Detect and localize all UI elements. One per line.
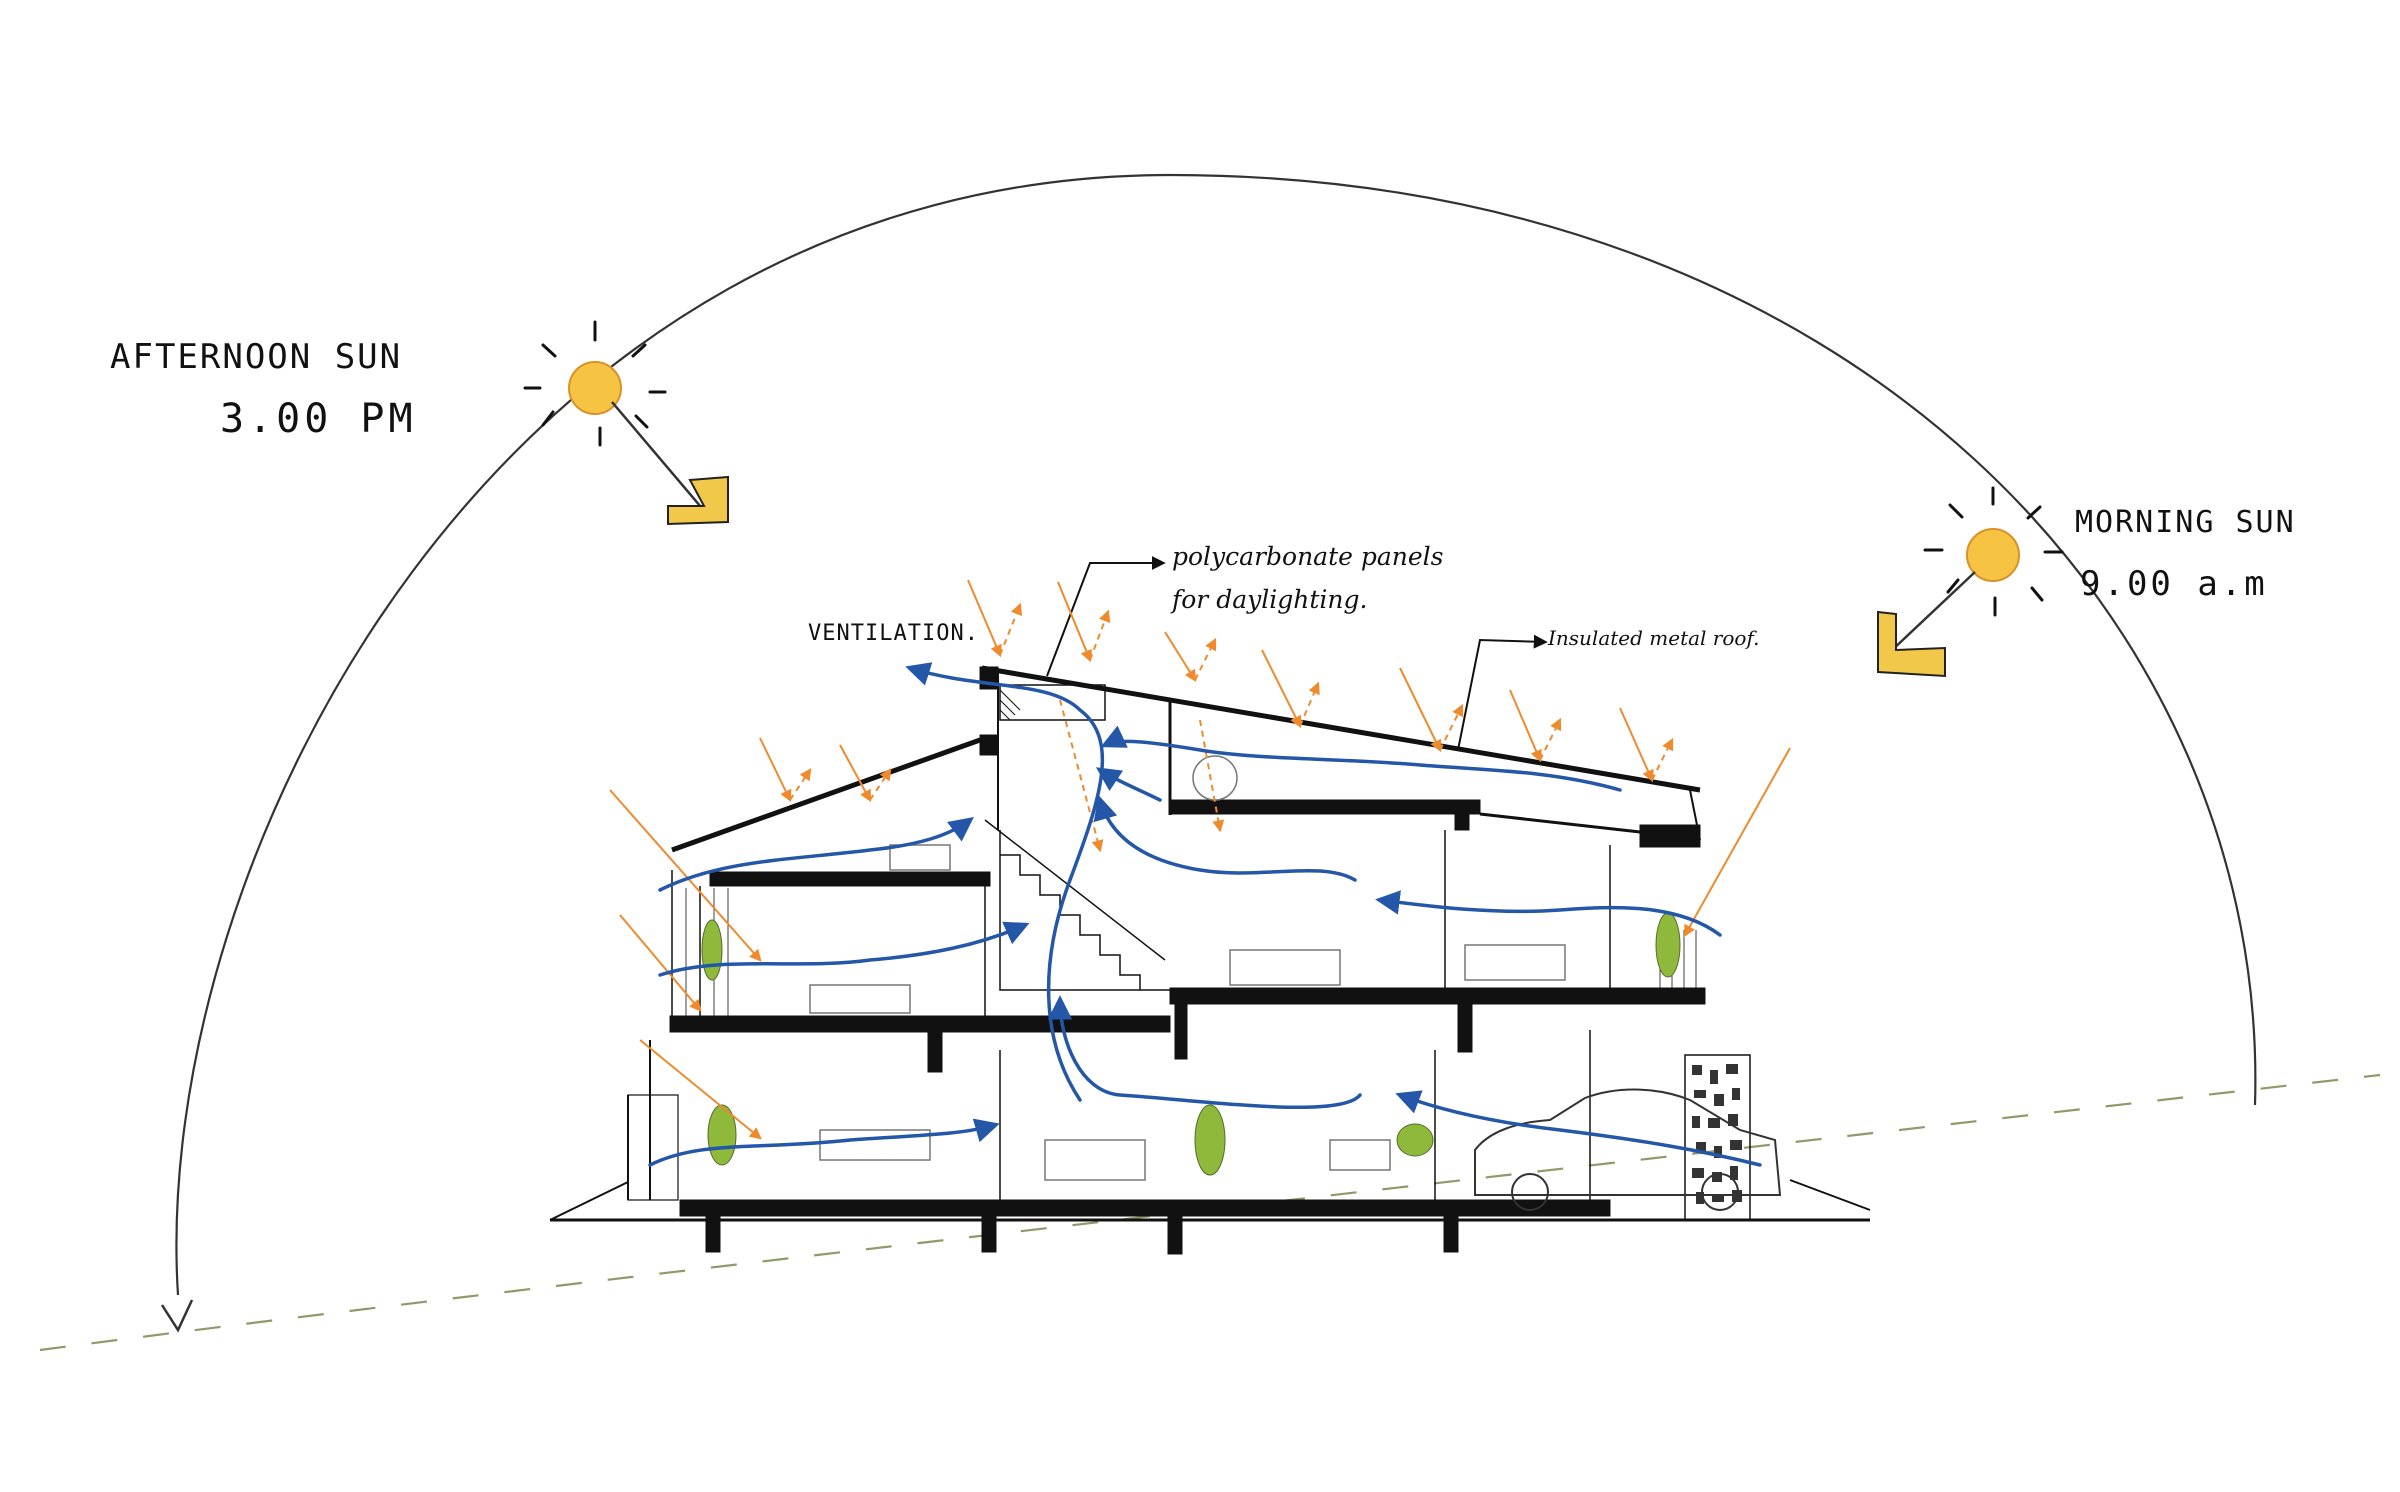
airflow-arrows	[648, 662, 1762, 1167]
afternoon-sun-ray	[611, 401, 713, 521]
afternoon-sun-title: AFTERNOON SUN	[110, 337, 402, 377]
afternoon-sun-icon	[523, 320, 667, 447]
morning-sun-time: 9.00 a.m	[2080, 564, 2268, 604]
plant-icon	[701, 912, 1681, 1176]
insulated-roof-label: Insulated metal roof.	[1547, 626, 1759, 650]
ground-line	[39, 1073, 2381, 1352]
ventilation-label: VENTILATION.	[808, 621, 979, 646]
morning-sun-ray	[1889, 571, 1976, 653]
afternoon-sun-direction-arrow-icon	[667, 475, 729, 526]
morning-sun-icon	[1923, 486, 2064, 617]
sunlight-rays	[609, 579, 1791, 1140]
polycarbonate-label-line2: for daylighting.	[1170, 585, 1367, 614]
afternoon-sun-time: 3.00 PM	[220, 396, 417, 442]
morning-sun-title: MORNING SUN	[2075, 505, 2296, 540]
insulated-roof-leader	[1457, 634, 1548, 751]
polycarbonate-leader	[1046, 556, 1166, 677]
sun-path-end-arrow-icon	[160, 1299, 194, 1333]
building-section	[549, 665, 1871, 1255]
interior-furniture	[809, 755, 1566, 1181]
polycarbonate-label-line1: polycarbonate panels	[1172, 542, 1444, 571]
sun-path-arc	[175, 173, 2257, 1296]
car-icon	[1474, 1088, 1782, 1211]
morning-sun-direction-arrow-icon	[1877, 610, 1946, 678]
